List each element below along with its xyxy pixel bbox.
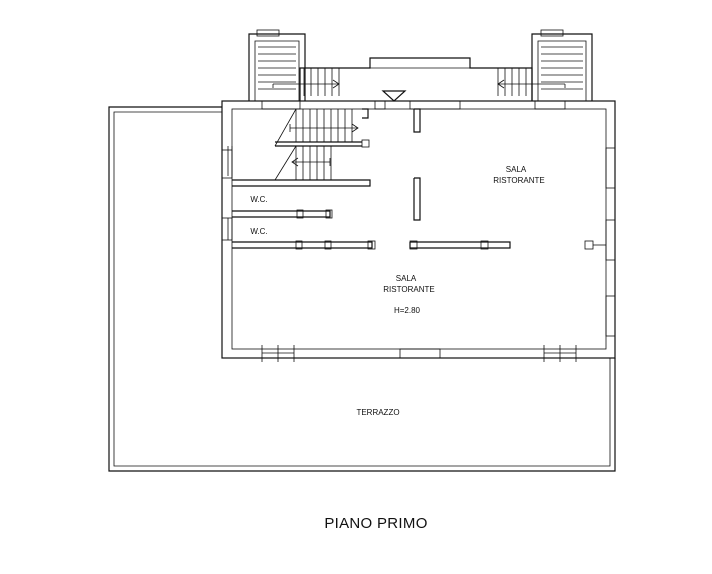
room-label-sala-upper-line2: RISTORANTE	[493, 176, 544, 185]
stair-down-arrow-icon	[291, 157, 299, 167]
room-sala-lower: SALA RISTORANTE H=2.80	[383, 274, 434, 315]
room-label-wc-2: W.C.	[250, 227, 267, 236]
left-external-stair	[248, 29, 340, 101]
right-stair-arrow-icon	[497, 79, 505, 89]
room-label-sala-lower-line1: SALA	[396, 274, 417, 283]
building-outer-walls	[221, 100, 616, 359]
right-external-stair	[497, 29, 593, 101]
windows	[221, 100, 616, 362]
entrance-bay	[299, 57, 533, 102]
stair-up-arrow-icon	[351, 123, 359, 133]
room-label-wc-1: W.C.	[250, 195, 267, 204]
room-label-sala-lower-line2: RISTORANTE	[383, 285, 434, 294]
terrace-outline	[108, 106, 616, 472]
drawing-title: PIANO PRIMO	[324, 515, 427, 532]
left-stair-arrow-icon	[332, 79, 340, 89]
wc-partitions	[227, 146, 376, 250]
internal-stair	[274, 108, 370, 181]
room-height-note: H=2.80	[394, 306, 421, 315]
room-sala-upper: SALA RISTORANTE	[493, 165, 544, 185]
entrance-arrow-icon	[381, 90, 407, 102]
room-label-terrace: TERRAZZO	[356, 408, 399, 417]
room-label-sala-upper-line1: SALA	[506, 165, 527, 174]
